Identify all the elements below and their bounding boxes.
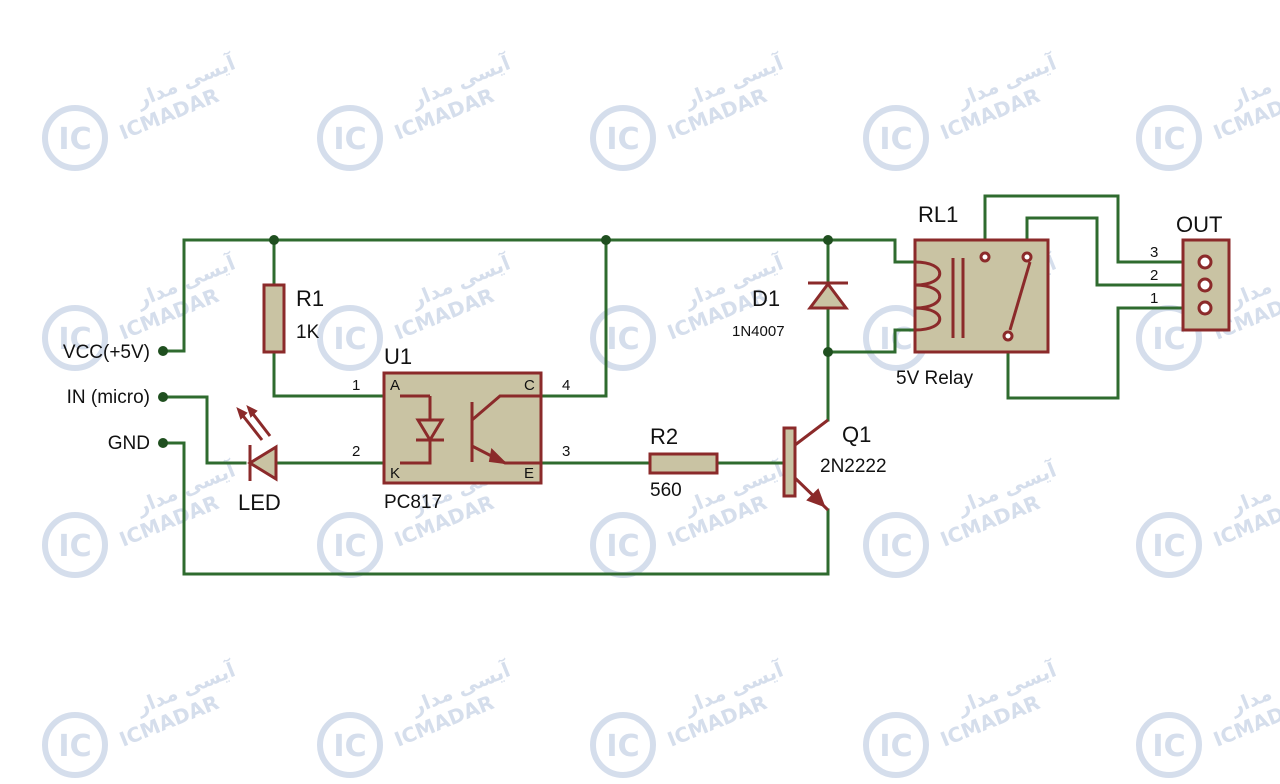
d1-part-label: 1N4007 [732, 323, 785, 340]
svg-text:IC: IC [333, 322, 366, 357]
r1-to-u1-wire [272, 350, 386, 398]
svg-text:IC: IC [1152, 322, 1185, 357]
rl1-part-label: 5V Relay [896, 368, 974, 389]
u1-pin1-label: 1 [352, 377, 360, 394]
led-label: LED [238, 490, 281, 515]
out-pin2-label: 2 [1150, 267, 1158, 284]
in-to-led-wire [161, 395, 247, 465]
rl1-ref-label: RL1 [918, 202, 958, 227]
u1-pin-a-label: A [390, 377, 400, 394]
gnd-wire [161, 441, 830, 576]
d1-ref-label: D1 [752, 286, 780, 311]
q1-ref-label: Q1 [842, 422, 871, 447]
out-connector: OUT 3 2 1 [1150, 212, 1231, 332]
transistor-q1: Q1 2N2222 [782, 418, 887, 512]
svg-text:IC: IC [879, 529, 912, 564]
svg-text:IC: IC [333, 529, 366, 564]
svg-text:IC: IC [606, 529, 639, 564]
u1-pin-k-label: K [390, 465, 400, 482]
svg-text:IC: IC [333, 122, 366, 157]
r2-ref-label: R2 [650, 424, 678, 449]
relay-com-wire [1025, 216, 1207, 287]
out-pin3-label: 3 [1150, 244, 1158, 261]
relay-no-wire [983, 194, 1207, 264]
svg-text:IC: IC [879, 729, 912, 764]
r1-value-label: 1K [296, 322, 320, 343]
diode-d1: D1 1N4007 [732, 281, 849, 340]
svg-text:IC: IC [879, 122, 912, 157]
u1-pin4-label: 4 [562, 377, 570, 394]
vcc-terminal-wire [161, 238, 186, 353]
terminal-gnd-label: GND [108, 433, 150, 454]
svg-text:IC: IC [333, 729, 366, 764]
junction-u1c [601, 235, 611, 245]
u1-collector-wire [539, 238, 608, 398]
svg-text:IC: IC [58, 322, 91, 357]
relay-rl1: RL1 5V Relay [896, 202, 1050, 389]
relay-nc-wire [1006, 306, 1207, 400]
junction-d1-bottom [823, 347, 833, 357]
r1-ref-label: R1 [296, 286, 324, 311]
q1-part-label: 2N2222 [820, 456, 887, 477]
svg-text:IC: IC [58, 729, 91, 764]
u1-ref-label: U1 [384, 344, 412, 369]
wires [161, 194, 1207, 576]
u1-pin2-label: 2 [352, 443, 360, 460]
resistor-r2: R2 560 [648, 424, 719, 501]
led: LED [236, 405, 281, 515]
terminal-vcc-label: VCC(+5V) [63, 342, 150, 363]
u1-pin-e-label: E [524, 465, 534, 482]
svg-text:IC: IC [1152, 529, 1185, 564]
svg-text:IC: IC [1152, 122, 1185, 157]
u1-pin-c-label: C [524, 377, 535, 394]
u1-pin3-label: 3 [562, 443, 570, 460]
u1-part-label: PC817 [384, 492, 442, 513]
junction-d1-top [823, 235, 833, 245]
out-pin1-label: 1 [1150, 290, 1158, 307]
svg-text:IC: IC [58, 529, 91, 564]
coil-bottom-wire [826, 328, 917, 354]
junctions [158, 235, 833, 448]
optocoupler-u1: U1 PC817 A K C E 1 2 4 3 [352, 344, 570, 513]
svg-text:IC: IC [58, 122, 91, 157]
resistor-r1: R1 1K [262, 283, 324, 354]
out-ref-label: OUT [1176, 212, 1222, 237]
r2-value-label: 560 [650, 480, 682, 501]
terminal-gnd-node [158, 438, 168, 448]
svg-text:IC: IC [1152, 729, 1185, 764]
vcc-rail-wire [182, 238, 917, 264]
junction-r1 [269, 235, 279, 245]
svg-text:IC: IC [606, 322, 639, 357]
terminal-in-label: IN (micro) [67, 387, 150, 408]
svg-text:IC: IC [606, 729, 639, 764]
terminal-vcc-node [158, 346, 168, 356]
terminal-in-node [158, 392, 168, 402]
svg-text:IC: IC [606, 122, 639, 157]
